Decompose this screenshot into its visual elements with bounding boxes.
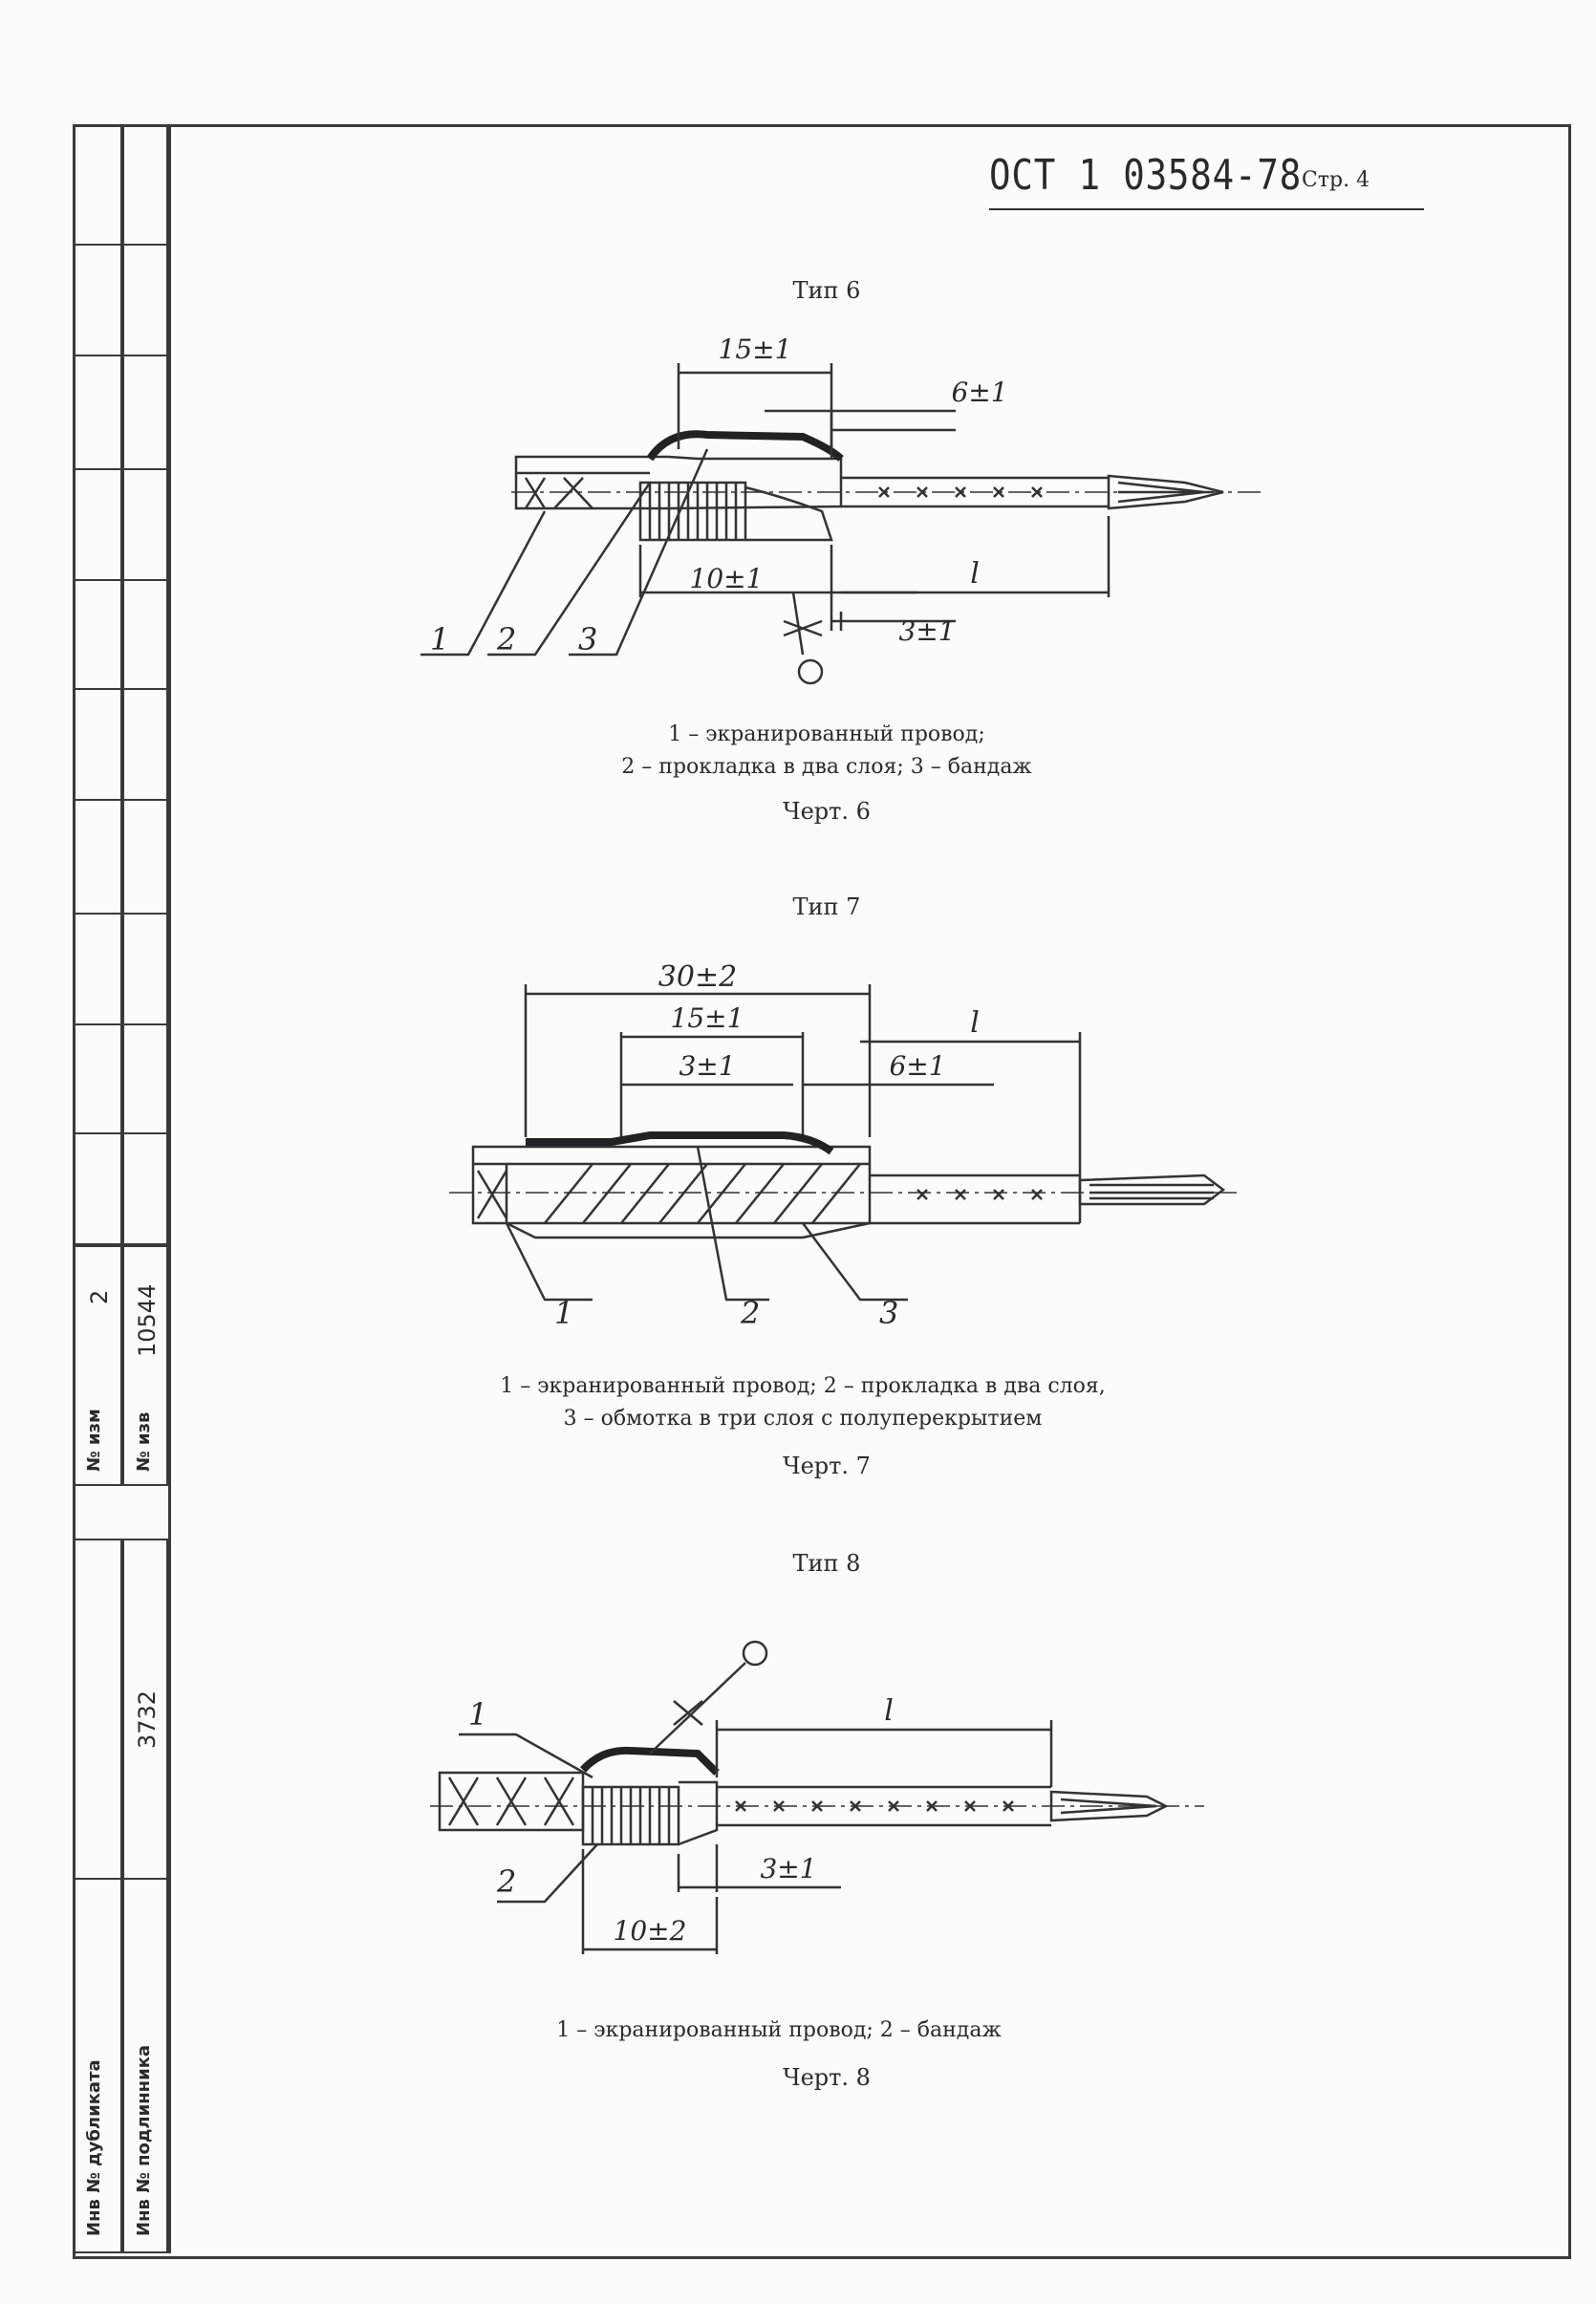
dim-15-label: 15±1 bbox=[719, 334, 792, 365]
page-number: Стр. 4 bbox=[1302, 168, 1370, 192]
dim-30-label: 30±2 bbox=[658, 960, 737, 994]
side-stamp-row bbox=[73, 913, 168, 1025]
type-8-caption-line-1: 1 – экранированный провод; 2 – бандаж bbox=[556, 2018, 1002, 2042]
dim-3-label: 3±1 bbox=[679, 1050, 735, 1082]
inner-frame bbox=[168, 124, 1568, 2253]
type-6-figure-label: Черт. 6 bbox=[783, 798, 871, 825]
callout-2: 2 bbox=[496, 621, 516, 657]
type-7-caption-line-1: 1 – экранированный провод; 2 – прокладка… bbox=[500, 1374, 1106, 1398]
type-6-caption-line-2: 2 – прокладка в два слоя; 3 – бандаж bbox=[621, 755, 1032, 779]
type-7-title: Тип 7 bbox=[792, 894, 861, 920]
callout-3: 3 bbox=[879, 1295, 898, 1331]
original-inventory-value: 3732 bbox=[134, 1690, 161, 1749]
callout-1: 1 bbox=[430, 621, 449, 657]
type-8-figure-label: Черт. 8 bbox=[783, 2064, 871, 2091]
drawing-type-7: 30±2 15±1 3±1 6±1 l 1 2 3 bbox=[449, 960, 1242, 1331]
dim-3-label: 3±1 bbox=[760, 1853, 816, 1884]
dim-15-label: 15±1 bbox=[671, 1002, 744, 1034]
header-underline bbox=[989, 208, 1424, 210]
type-8-title: Тип 8 bbox=[792, 1550, 861, 1577]
dim-l-label: l bbox=[970, 1006, 980, 1040]
type-7-figure-label: Черт. 7 bbox=[783, 1453, 871, 1479]
document-code: ОСТ 1 03584-78 bbox=[989, 151, 1303, 200]
side-stamp-row bbox=[73, 1878, 168, 2253]
dim-10-label: 10±2 bbox=[614, 1915, 687, 1947]
original-inventory-label: Инв № подлинника bbox=[134, 2044, 154, 2236]
side-stamp-row bbox=[73, 688, 168, 801]
dim-10-label: 10±1 bbox=[690, 563, 764, 594]
callout-1: 1 bbox=[468, 1696, 487, 1733]
callout-3: 3 bbox=[578, 621, 597, 657]
drawing-type-8: l 3±1 10±2 1 2 bbox=[430, 1640, 1204, 1954]
dim-6-label: 6±1 bbox=[951, 377, 1007, 408]
dim-6-label: 6±1 bbox=[889, 1050, 945, 1082]
type-6-caption-line-1: 1 – экранированный провод; bbox=[668, 722, 985, 746]
notice-number-label: № изв bbox=[134, 1411, 154, 1472]
change-number-value: 2 bbox=[86, 1289, 113, 1304]
dim-l-label: l bbox=[884, 1694, 894, 1728]
side-stamp-row bbox=[73, 1245, 168, 1486]
type-6-title: Тип 6 bbox=[792, 277, 861, 304]
drawing-type-6: 15±1 6±1 10±1 l 3±1 1 2 3 bbox=[421, 334, 1262, 685]
side-stamp-row bbox=[73, 1132, 168, 1245]
callout-2: 2 bbox=[496, 1863, 516, 1900]
dim-l-label: l bbox=[970, 557, 980, 591]
callout-2: 2 bbox=[740, 1295, 760, 1331]
callout-1: 1 bbox=[554, 1295, 573, 1331]
type-7-caption-line-2: 3 – обмотка в три слоя с полуперекрытием bbox=[563, 1407, 1043, 1431]
side-stamp-row bbox=[73, 468, 168, 581]
notice-number-value: 10544 bbox=[134, 1283, 161, 1357]
dim-3-label: 3±1 bbox=[898, 615, 955, 647]
duplicate-inventory-label: Инв № дубликата bbox=[84, 2059, 104, 2236]
change-number-label: № изм bbox=[84, 1409, 104, 1472]
side-stamp-row bbox=[73, 244, 168, 356]
